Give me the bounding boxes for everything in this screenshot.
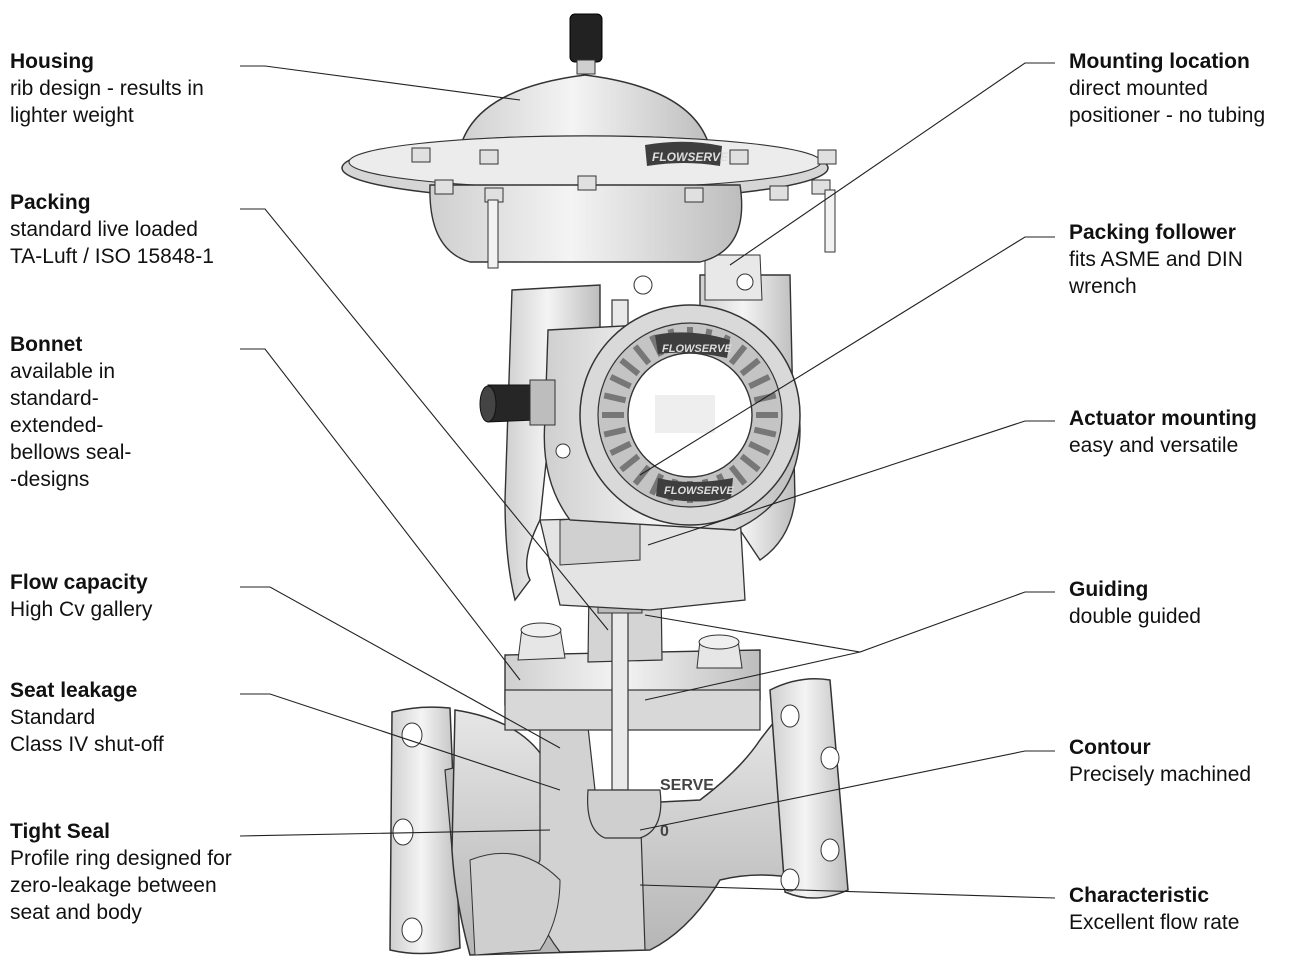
callout-title: Actuator mounting: [1069, 407, 1257, 430]
positioner-fin: [632, 344, 652, 366]
callout-characteristic: Characteristic Excellent flow rate: [1069, 882, 1297, 936]
positioner-fin: [739, 357, 761, 377]
positioner-fin: [619, 357, 641, 377]
callout-title: Characteristic: [1069, 884, 1210, 907]
actuator: FLOWSERVE: [341, 13, 837, 269]
positioner-fin: [728, 344, 748, 366]
positioner-fin: [609, 440, 632, 456]
callout-title: Housing: [10, 50, 94, 73]
positioner-fin: [728, 464, 748, 486]
callout-bonnet: Bonnet available in standard- extended- …: [10, 331, 210, 493]
positioner-fin: [753, 426, 777, 438]
positioner: FLOWSERVE FLOWSERVE: [479, 304, 801, 531]
callout-desc: standard live loaded TA-Luft / ISO 15848…: [10, 218, 214, 268]
callout-desc: available in standard- extended- bellows…: [10, 360, 132, 491]
positioner-fin: [632, 464, 652, 486]
callout-desc: High Cv gallery: [10, 598, 153, 621]
callout-housing: Housing rib design - results in lighter …: [10, 48, 250, 129]
positioner-fin: [649, 473, 665, 496]
callout-flow-capacity: Flow capacity High Cv gallery: [10, 569, 230, 623]
callout-title: Packing: [10, 191, 91, 214]
leader-lines: [239, 62, 1056, 899]
actuator-logo: FLOWSERVE: [652, 150, 729, 164]
callout-title: Bonnet: [10, 333, 83, 356]
body-logo: SERVE: [660, 777, 714, 794]
positioner-logo-top: FLOWSERVE: [662, 343, 732, 355]
callout-desc: rib design - results in lighter weight: [10, 77, 204, 127]
positioner-fin: [748, 374, 771, 390]
callout-guiding: Guiding double guided: [1069, 576, 1297, 630]
positioner-logo-bottom: FLOWSERVE: [664, 485, 734, 497]
callout-desc: easy and versatile: [1069, 434, 1239, 457]
callout-desc: double guided: [1069, 605, 1201, 628]
callout-seat-leakage: Seat leakage Standard Class IV shut-off: [10, 677, 230, 758]
callout-desc: Standard Class IV shut-off: [10, 706, 164, 756]
callout-mounting-location: Mounting location direct mounted positio…: [1069, 48, 1297, 129]
positioner-fin: [603, 392, 627, 404]
callout-title: Mounting location: [1069, 50, 1250, 73]
callout-desc: Excellent flow rate: [1069, 911, 1240, 934]
callout-contour: Contour Precisely machined: [1069, 734, 1297, 788]
callout-title: Guiding: [1069, 578, 1149, 601]
callout-desc: fits ASME and DIN wrench: [1069, 248, 1243, 298]
body-mark: 0: [660, 823, 669, 840]
callout-title: Seat leakage: [10, 679, 138, 702]
callout-tight-seal: Tight Seal Profile ring designed for zer…: [10, 818, 238, 926]
callout-actuator-mounting: Actuator mounting easy and versatile: [1069, 405, 1297, 459]
callout-desc: Precisely machined: [1069, 763, 1252, 786]
callout-packing: Packing standard live loaded TA-Luft / I…: [10, 189, 250, 270]
callout-title: Contour: [1069, 736, 1151, 759]
positioner-fin: [609, 374, 632, 390]
callout-title: Flow capacity: [10, 571, 148, 594]
callout-packing-follower: Packing follower fits ASME and DIN wrenc…: [1069, 219, 1297, 300]
callout-title: Packing follower: [1069, 221, 1236, 244]
callout-desc: direct mounted positioner - no tubing: [1069, 77, 1266, 127]
positioner-fin: [619, 453, 641, 473]
callout-title: Tight Seal: [10, 820, 110, 843]
callout-desc: Profile ring designed for zero-leakage b…: [10, 847, 232, 924]
positioner-fin: [748, 440, 771, 456]
positioner-fin: [739, 453, 761, 473]
positioner-fin: [603, 426, 627, 438]
